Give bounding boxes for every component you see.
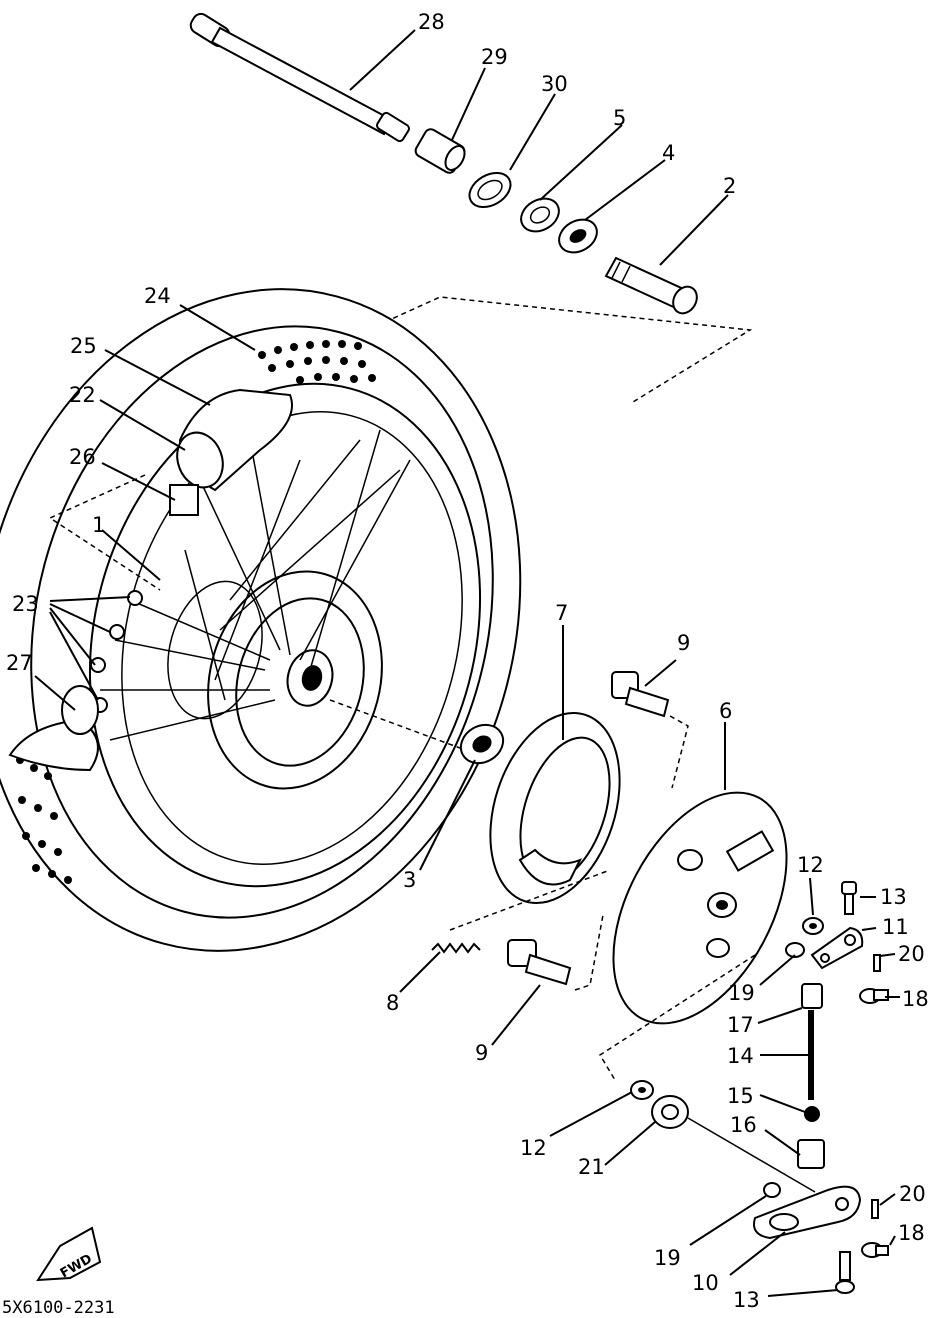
cam-to-lever-line (687, 1117, 816, 1193)
assembly-line-cam (669, 715, 689, 789)
callout-9: 9 (677, 631, 690, 655)
callout-labels: 28 29 30 5 4 2 24 25 22 26 1 23 27 7 9 6… (6, 10, 929, 1312)
callout-26: 26 (69, 445, 96, 469)
callout-19: 19 (728, 981, 755, 1005)
callout-1: 1 (92, 513, 105, 537)
pin-20-lower (871, 1199, 879, 1219)
assembly-line-tube (48, 474, 161, 591)
callout-28: 28 (418, 10, 445, 34)
brake-panel (612, 791, 788, 1025)
bearing-5 (520, 197, 560, 233)
callout-13: 13 (880, 885, 907, 909)
fwd-arrow-icon: FWD (36, 1226, 102, 1282)
callout-6: 6 (719, 699, 732, 723)
callout-18-lower: 18 (898, 1221, 925, 1245)
brake-cam-upper (611, 671, 670, 718)
washer-12-upper (802, 917, 824, 935)
lever-10 (753, 1185, 862, 1240)
bolt-13-lower (835, 1251, 855, 1294)
spoke-nipple (127, 590, 143, 606)
callout-14: 14 (727, 1044, 754, 1068)
washer-12-lower (630, 1080, 654, 1100)
washer-19-lower (763, 1182, 781, 1198)
return-spring (431, 942, 481, 954)
assembly-line-axle (384, 296, 753, 403)
pin-18-upper (859, 988, 889, 1004)
callout-24: 24 (144, 284, 171, 308)
callout-27: 27 (6, 651, 33, 675)
spring-15 (804, 1106, 820, 1122)
tube (176, 388, 293, 492)
rod-14 (808, 1010, 814, 1100)
callout-16: 16 (730, 1113, 757, 1137)
axle-spacer (414, 128, 466, 174)
rim-band-patch (61, 685, 99, 735)
callout-21: 21 (578, 1155, 605, 1179)
callout-23: 23 (12, 592, 39, 616)
callout-12-lower: 12 (520, 1136, 547, 1160)
callout-13-lower: 13 (733, 1288, 760, 1312)
callout-29: 29 (481, 45, 508, 69)
callout-3: 3 (403, 868, 416, 892)
plate-21 (651, 1095, 689, 1129)
pin-18-lower (861, 1242, 889, 1258)
callout-17: 17 (727, 1013, 754, 1037)
front-axle (189, 12, 410, 143)
callout-22: 22 (69, 383, 96, 407)
callout-5: 5 (613, 106, 626, 130)
washer-19-upper (785, 942, 805, 958)
oil-seal (468, 171, 512, 209)
callout-7: 7 (555, 601, 568, 625)
assembly-line-spring (449, 869, 611, 931)
callout-20-lower: 20 (899, 1182, 926, 1206)
callout-18: 18 (902, 987, 929, 1011)
callout-15: 15 (727, 1084, 754, 1108)
callout-9-lower: 9 (475, 1041, 488, 1065)
bolt-13-upper (841, 881, 857, 915)
brake-shoe (489, 711, 621, 905)
callout-4: 4 (662, 141, 675, 165)
tire-tread (16, 340, 376, 884)
callout-10: 10 (692, 1271, 719, 1295)
diagram-code: 5X6100-2231 (2, 1298, 115, 1318)
callout-19-lower: 19 (654, 1246, 681, 1270)
collar-2 (604, 256, 698, 315)
leader-lines (34, 29, 900, 1297)
bearing-4 (558, 218, 598, 254)
callout-11: 11 (882, 915, 909, 939)
joint-17 (801, 983, 823, 1009)
spoke-nipple (90, 657, 106, 673)
assembly-line-cam-lower (574, 914, 604, 991)
pin-20-upper (873, 954, 881, 972)
callout-12: 12 (797, 853, 824, 877)
front-wheel (0, 288, 522, 952)
joint-16 (797, 1139, 825, 1169)
bearing-3 (459, 723, 505, 765)
callout-30: 30 (541, 72, 568, 96)
assembly-line-linkage (598, 954, 756, 1081)
arm-11 (810, 926, 864, 970)
brake-cam-lower (507, 939, 572, 986)
callout-8: 8 (386, 991, 399, 1015)
spokes (100, 429, 411, 741)
callout-25: 25 (70, 334, 97, 358)
spoke-nipple (109, 624, 125, 640)
callout-2: 2 (723, 174, 736, 198)
callout-20: 20 (898, 942, 925, 966)
